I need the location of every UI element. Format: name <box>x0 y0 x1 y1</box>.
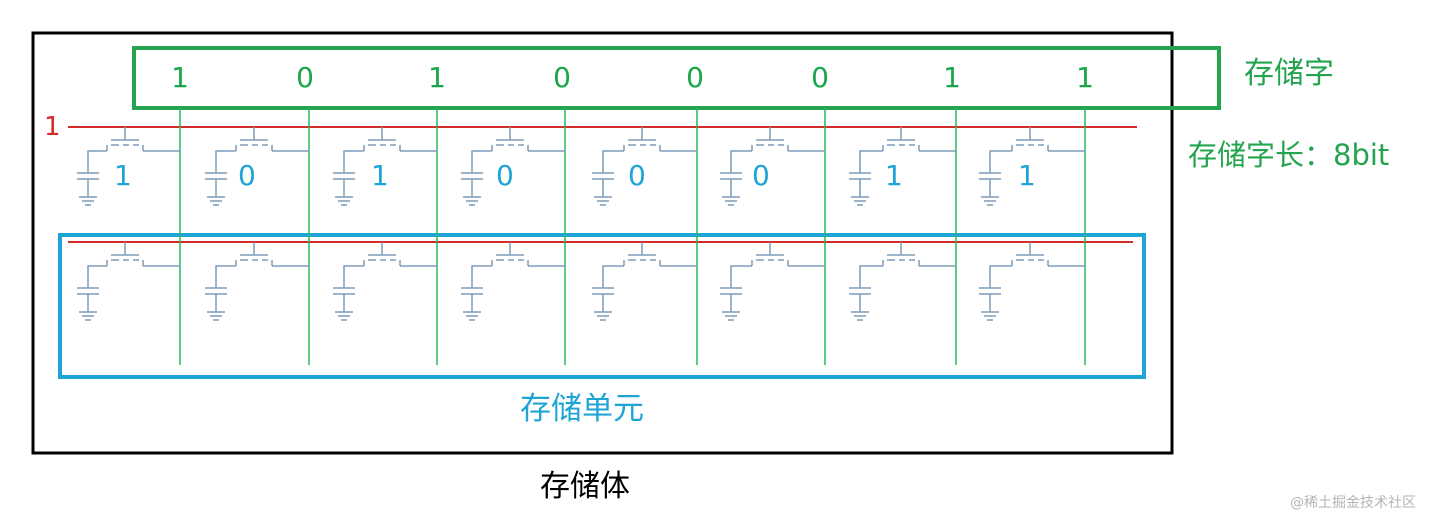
cell-bit-7: 1 <box>885 159 903 192</box>
memory-cell-r1-c2 <box>205 127 309 206</box>
memory-body-frame <box>31 31 1174 455</box>
memory-cell-r2-c8 <box>979 242 1085 321</box>
cell-bit-1: 1 <box>114 159 132 192</box>
memory-cell-r2-c2 <box>205 242 309 321</box>
memory-cell-r2-c6 <box>720 242 825 321</box>
word-bit-1: 1 <box>171 61 189 94</box>
memory-cell-r2-c3 <box>333 242 437 321</box>
word-bit-8: 1 <box>1076 61 1094 94</box>
memory-word-box <box>132 46 1221 110</box>
memory-cell-r2-c1 <box>77 242 180 321</box>
memory-body-label: 存储体 <box>540 469 630 504</box>
selected-row-label: 1 <box>44 112 61 142</box>
cell-bit-4: 0 <box>496 159 514 192</box>
memory-cell-r1-c8 <box>979 127 1085 206</box>
word-bit-6: 0 <box>811 61 829 94</box>
cell-bit-8: 1 <box>1018 159 1036 192</box>
cell-bit-3: 1 <box>371 159 389 192</box>
word-bit-4: 0 <box>553 61 571 94</box>
memory-cell-r1-c6 <box>720 127 825 206</box>
watermark: @稀土掘金技术社区 <box>1290 495 1416 511</box>
memory-cell-r2-c4 <box>461 242 565 321</box>
memory-cell-r1-c5 <box>592 127 697 206</box>
memory-cell-r1-c1 <box>77 127 180 206</box>
word-length-label: 存储字长：8bit <box>1188 138 1390 172</box>
word-bit-2: 0 <box>296 61 314 94</box>
word-bit-7: 1 <box>943 61 961 94</box>
memory-cell-r1-c4 <box>461 127 565 206</box>
memory-cell-r2-c7 <box>849 242 956 321</box>
word-bit-3: 1 <box>428 61 446 94</box>
cell-bit-2: 0 <box>238 159 256 192</box>
word-bit-5: 0 <box>686 61 704 94</box>
memory-cell-label: 存储单元 <box>520 391 644 427</box>
memory-cell-box <box>58 233 1146 379</box>
memory-cell-r1-c7 <box>849 127 956 206</box>
memory-word-label: 存储字 <box>1244 56 1334 91</box>
cell-bit-5: 0 <box>628 159 646 192</box>
memory-cell-r2-c5 <box>592 242 697 321</box>
memory-cell-r1-c3 <box>333 127 437 206</box>
cell-bit-6: 0 <box>752 159 770 192</box>
